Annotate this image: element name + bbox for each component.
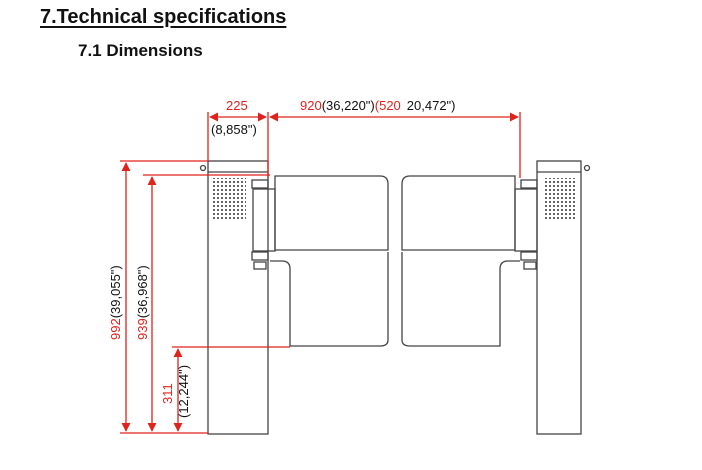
left-post-speaker-grille [213,178,246,221]
right-post-body [536,160,582,435]
right-gate-upper-panel [401,175,516,251]
left-post-sensor [199,164,207,172]
left-post [199,160,276,435]
label-bottom-height-inch: (12,244") [176,365,191,418]
label-passage-width-inch: (36,220") [322,98,375,113]
label-passage-alt-mm: 520 [379,98,401,113]
left-hinge-bottom [251,251,269,261]
left-hinge-foot [253,261,267,270]
section-title: 7.Technical specifications [40,6,287,28]
right-hinge-plate [514,188,538,252]
left-gate-lower-panel [270,252,389,347]
dimension-lines [120,112,521,434]
label-post-width-inch: (8,858") [211,122,257,137]
left-hinge-plate [252,188,276,252]
subsection-title: 7.1 Dimensions [78,41,203,60]
right-post-speaker-grille [544,178,577,221]
label-gate-height-inch: (36,968") [135,265,150,318]
label-bottom-height-mm: 311 [160,383,175,404]
right-gate-lower-panel [401,252,520,347]
right-hinge-top [520,179,538,189]
left-post-body [207,160,269,435]
left-hinge-top [251,179,269,189]
label-total-height: 992(39,055") [108,265,123,340]
label-post-width-mm: 225 [226,98,248,113]
right-post [514,160,591,435]
right-post-sensor [583,164,591,172]
right-hinge-bottom [520,251,538,261]
label-passage-alt-inch: 20,472") [407,98,456,113]
left-gate [270,175,389,347]
label-gate-height-mm: 939 [135,318,150,340]
label-gate-height: 939(36,968") [135,265,150,340]
left-gate-upper-panel [274,175,389,251]
label-total-height-mm: 992 [108,318,123,340]
label-total-height-inch: (39,055") [108,265,123,318]
right-gate [401,175,520,347]
label-passage-width: 920(36,220")(520 20,472") [300,98,456,113]
label-passage-width-mm: 920 [300,98,322,113]
label-passage-alt-prefix: ( [375,98,380,113]
right-hinge-foot [523,261,537,270]
